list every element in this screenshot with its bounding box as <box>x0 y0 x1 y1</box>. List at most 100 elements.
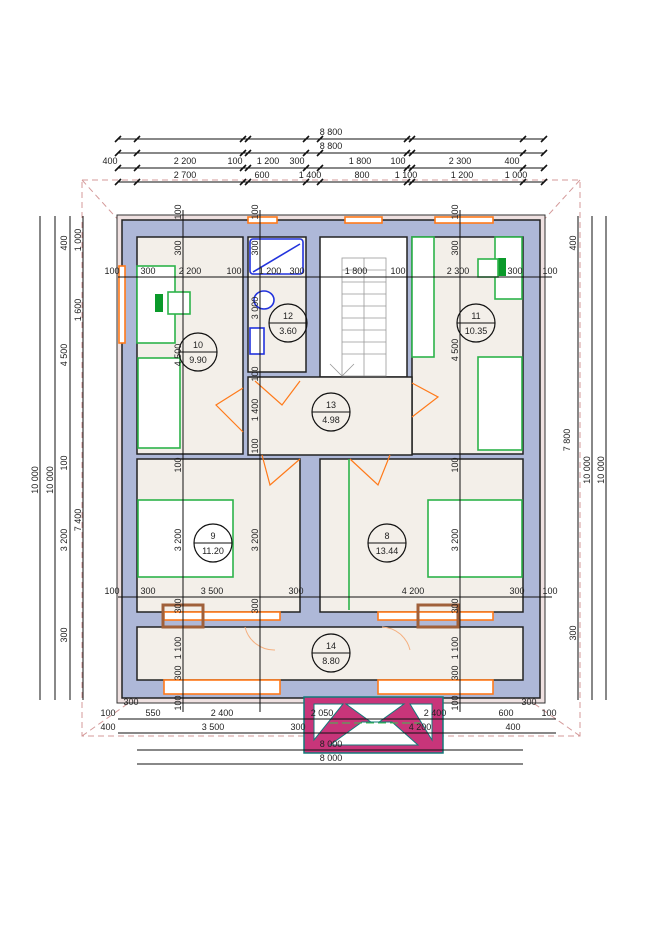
dimension-tick <box>316 149 324 157</box>
room-number: 11 <box>471 311 480 321</box>
dimension-label: 300 <box>290 722 305 732</box>
dimension-label: 3 000 <box>250 297 260 320</box>
dimension-tick <box>133 178 141 186</box>
dimension-tick <box>239 164 247 172</box>
dimension-tick <box>519 164 527 172</box>
room-number: 12 <box>283 311 293 321</box>
room-tag-14: 148.80 <box>311 633 351 673</box>
dimension-tick <box>239 149 247 157</box>
dimension-label: 4 500 <box>450 339 460 362</box>
dimension-label: 300 <box>288 586 303 596</box>
dimension-label: 400 <box>100 722 115 732</box>
room-tags: 109.90123.601110.35134.98911.20813.44148… <box>178 303 496 673</box>
dimension-label: 10 000 <box>45 466 55 494</box>
dimension-label: 2 400 <box>424 708 447 718</box>
dimension-label: 1 000 <box>505 170 528 180</box>
dimension-label: 1 200 <box>257 156 280 166</box>
dimension-label: 100 <box>250 438 260 453</box>
dimension-tick <box>519 135 527 143</box>
dimension-label: 3 500 <box>202 722 225 732</box>
room-area: 3.60 <box>279 326 297 336</box>
dimension-label: 2 200 <box>179 266 202 276</box>
dimension-tick <box>316 135 324 143</box>
dimension-tick <box>403 178 411 186</box>
staircase <box>329 257 387 377</box>
dimension-label: 100 <box>450 204 460 219</box>
dimension-label: 100 <box>250 366 260 381</box>
dimension-label: 1 600 <box>73 299 83 322</box>
dimension-label: 2 050 <box>311 708 334 718</box>
dimension-label: 1 400 <box>299 170 322 180</box>
building <box>116 214 546 754</box>
dimension-tick <box>133 149 141 157</box>
dimension-tick <box>540 178 548 186</box>
dimension-label: 2 700 <box>174 170 197 180</box>
dimension-tick <box>239 135 247 143</box>
dimension-tick <box>302 135 310 143</box>
dimension-label: 300 <box>250 598 260 613</box>
monitor <box>155 294 163 312</box>
room-area: 9.90 <box>189 355 207 365</box>
dimension-tick <box>302 178 310 186</box>
dimension-label: 4 500 <box>59 344 69 367</box>
windows <box>118 216 494 695</box>
dimension-label: 100 <box>542 266 557 276</box>
dimension-tick <box>403 149 411 157</box>
chair <box>477 258 499 278</box>
room-area: 13.44 <box>376 546 399 556</box>
dimension-label: 4 500 <box>173 344 183 367</box>
dimension-label: 300 <box>507 266 522 276</box>
room-tag-13: 134.98 <box>311 392 351 432</box>
dimension-label: 10 000 <box>582 456 592 484</box>
dimension-label: 300 <box>140 266 155 276</box>
dimension-tick <box>540 149 548 157</box>
room-13-floor <box>247 376 413 456</box>
dimension-label: 100 <box>541 708 556 718</box>
dimension-tick <box>244 135 252 143</box>
dimension-label: 300 <box>450 665 460 680</box>
dimension-label: 1 800 <box>345 266 368 276</box>
dimension-tick <box>408 178 416 186</box>
monitor <box>498 258 506 276</box>
dimension-tick <box>403 135 411 143</box>
wardrobe <box>411 236 435 358</box>
dimension-tick <box>540 135 548 143</box>
dimension-tick <box>408 164 416 172</box>
dimension-label: 300 <box>521 697 536 707</box>
dimension-tick <box>114 178 122 186</box>
toilet <box>253 290 275 310</box>
bed <box>477 356 523 451</box>
dimension-label: 100 <box>104 266 119 276</box>
dimension-label: 100 <box>390 266 405 276</box>
dimension-tick <box>244 149 252 157</box>
dimension-label: 10 000 <box>30 466 40 494</box>
room-number: 9 <box>210 531 215 541</box>
dimension-label: 2 400 <box>211 708 234 718</box>
dimension-tick <box>316 178 324 186</box>
room-number: 14 <box>326 641 336 651</box>
dimension-label: 1 200 <box>451 170 474 180</box>
dimension-tick <box>540 164 548 172</box>
bed <box>137 357 181 449</box>
dimension-label: 8 800 <box>320 127 343 137</box>
dimension-label: 600 <box>498 708 513 718</box>
dimension-label: 300 <box>568 625 578 640</box>
dimension-tick <box>316 164 324 172</box>
dimension-label: 300 <box>250 240 260 255</box>
dimension-label: 550 <box>145 708 160 718</box>
dimension-label: 10 000 <box>596 456 606 484</box>
dimension-tick <box>302 164 310 172</box>
double-bed <box>137 499 234 578</box>
dimension-label: 3 200 <box>59 529 69 552</box>
dimension-label: 400 <box>504 156 519 166</box>
dimension-label: 1 400 <box>250 399 260 422</box>
dimension-label: 100 <box>227 156 242 166</box>
dimension-tick <box>408 149 416 157</box>
dimension-label: 300 <box>173 240 183 255</box>
dimension-label: 100 <box>390 156 405 166</box>
dimension-label: 300 <box>450 598 460 613</box>
dimension-label: 400 <box>568 235 578 250</box>
room-tag-8: 813.44 <box>367 523 407 563</box>
